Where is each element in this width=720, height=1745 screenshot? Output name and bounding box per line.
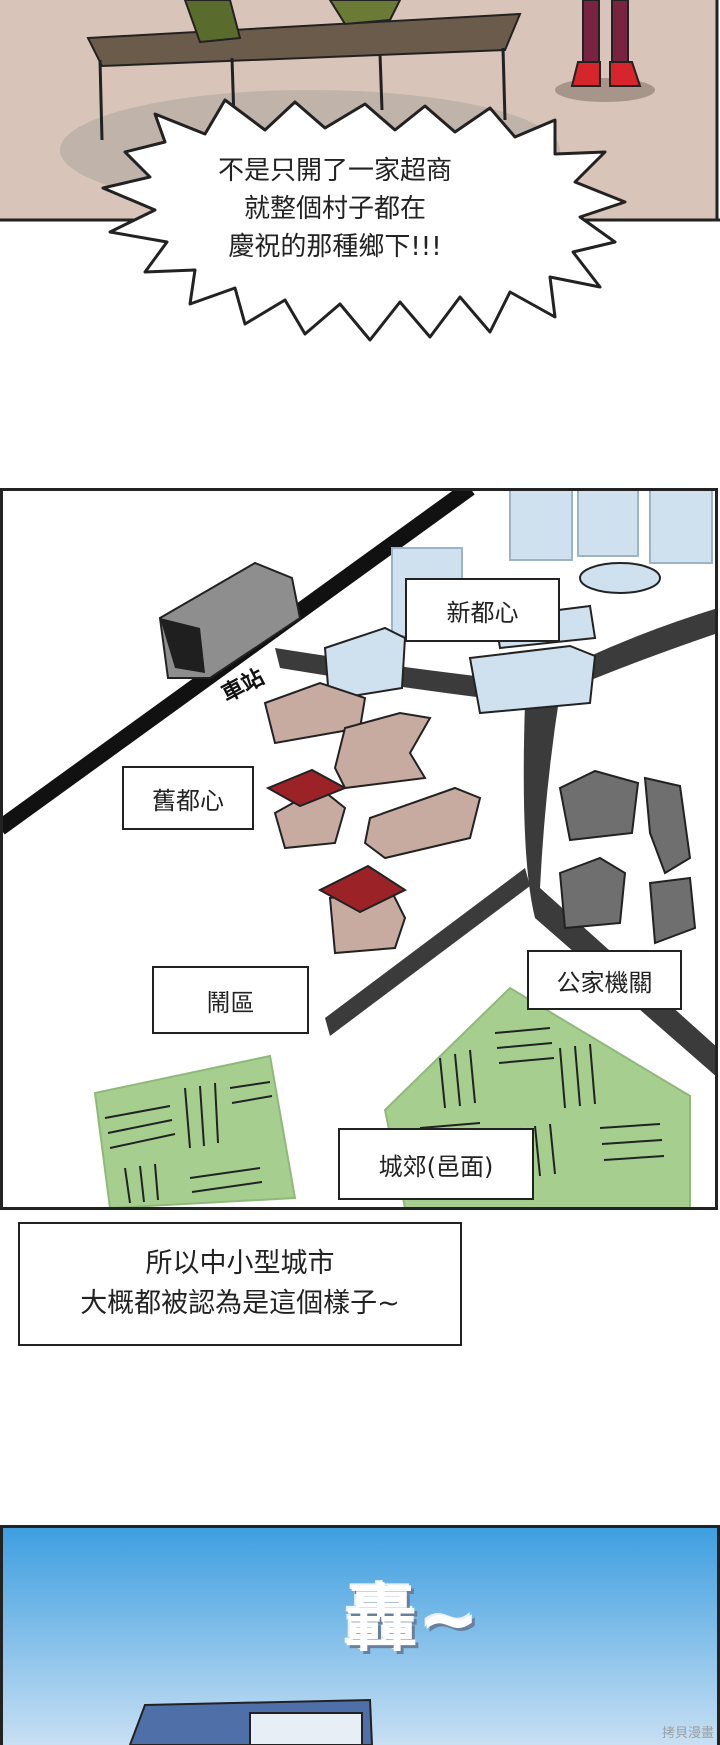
watermark: 拷貝漫畫	[661, 1726, 714, 1741]
label-downtown: 鬧區	[152, 966, 309, 1034]
label-old-center: 舊都心	[122, 766, 254, 830]
narration-box: 所以中小型城市 大概都被認為是這個樣子~	[18, 1222, 462, 1346]
speech-line-2: 就整個村子都在	[243, 194, 426, 224]
speech-line-3: 慶祝的那種鄉下!!!	[228, 232, 442, 262]
label-suburbs: 城郊(邑面)	[338, 1128, 534, 1200]
label-new-center: 新都心	[405, 578, 560, 642]
red-roof-2	[317, 864, 408, 914]
label-government: 公家機關	[527, 950, 682, 1010]
station-building	[158, 561, 302, 679]
speech-line-1: 不是只開了一家超商	[217, 156, 452, 186]
narration-line-2: 大概都被認為是這個樣子~	[80, 1288, 400, 1319]
red-roof-1	[265, 768, 348, 808]
speech-bubble	[101, 98, 627, 342]
sky-art	[0, 1525, 720, 1745]
panel-2	[0, 488, 720, 1210]
speech-bubble-text: 不是只開了一家超商 就整個村子都在 慶祝的那種鄉下!!!	[170, 152, 500, 266]
city-map-art	[0, 488, 718, 1210]
sound-effect: 轟~	[345, 1577, 482, 1661]
side-road	[325, 868, 530, 1036]
narration-line-1: 所以中小型城市	[145, 1248, 335, 1279]
panel-3	[0, 1525, 720, 1745]
